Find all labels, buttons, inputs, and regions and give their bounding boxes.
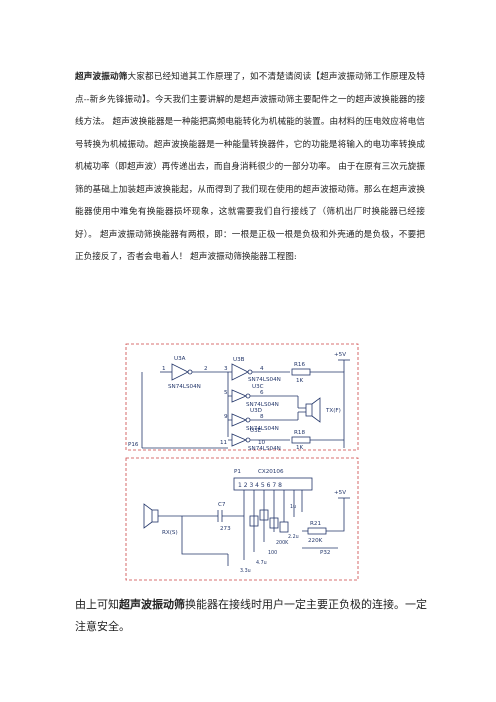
tx-body bbox=[305, 403, 313, 417]
u3d-gate bbox=[231, 413, 248, 427]
u3a-label: U3A bbox=[174, 356, 186, 362]
header-pins: 1 2 3 4 5 6 7 8 bbox=[238, 482, 282, 489]
r18-resistor bbox=[291, 436, 311, 444]
vcc-top-label: +5V bbox=[334, 352, 346, 358]
u3d-part: SN74LS04N bbox=[246, 426, 279, 432]
u3e-label: U3E bbox=[250, 428, 262, 434]
p16-label: P16 bbox=[128, 442, 139, 448]
u3d-label: U3D bbox=[250, 408, 262, 414]
c7-cap bbox=[217, 510, 223, 522]
u3b-part: SN74LS04N bbox=[248, 377, 281, 383]
pin9-label: 9 bbox=[224, 414, 228, 420]
pin1-label: 1 bbox=[162, 366, 166, 372]
cap-value-5: 2.2u bbox=[288, 534, 299, 540]
r16-value: 1K bbox=[296, 378, 304, 384]
conclusion-prefix: 由上可知 bbox=[75, 598, 119, 611]
pin6-label: 6 bbox=[260, 390, 264, 396]
r21-value: 220K bbox=[308, 538, 323, 544]
c7-value: 273 bbox=[220, 526, 231, 532]
u3a-gate bbox=[171, 363, 189, 381]
pin5-label: 5 bbox=[224, 390, 228, 396]
cap-d bbox=[279, 521, 289, 533]
wire-tx-leads bbox=[298, 407, 306, 413]
cx20106-header bbox=[233, 477, 313, 491]
wire-rx-ground bbox=[181, 516, 228, 555]
rx-label: RX(S) bbox=[162, 530, 178, 536]
u3c-part: SN74LS04N bbox=[246, 402, 279, 408]
r18-value: 1K bbox=[296, 445, 304, 451]
tx-label: TX(F) bbox=[325, 408, 341, 414]
p32-label: P32 bbox=[320, 550, 331, 556]
p1-label: P1 bbox=[234, 469, 241, 475]
conclusion-keyword: 超声波振动筛 bbox=[119, 598, 185, 611]
header-pin-leads bbox=[243, 490, 303, 560]
u3a-part: SN74LS04N bbox=[168, 384, 201, 390]
u3c-label: U3C bbox=[252, 384, 264, 390]
conclusion-suffix: 换能器在接线时用户一定主要正负极的连接。一定注意安全。 bbox=[75, 598, 427, 633]
u3c-gate bbox=[231, 389, 248, 403]
lower-board-border bbox=[125, 457, 359, 581]
r16-label: R16 bbox=[294, 362, 305, 368]
pin2-label: 2 bbox=[204, 366, 208, 372]
r21-resistor bbox=[307, 527, 327, 535]
r16-resistor bbox=[291, 368, 311, 376]
paragraph-text: 大家都已经知道其工作原理了，如不清楚请阅读【超声波振动筛工作原理及特点--新乡先… bbox=[75, 72, 425, 262]
cap-value-1: 3.3u bbox=[240, 568, 251, 574]
cap-value-2: 4.7u bbox=[256, 560, 267, 566]
u3e-gate bbox=[231, 433, 248, 447]
cap-c bbox=[269, 517, 279, 529]
u3e-part: SN74LS04N bbox=[248, 446, 281, 452]
rx-cone bbox=[143, 503, 153, 529]
cap-value-4: 200K bbox=[276, 540, 289, 546]
transducer-schematic: U3A SN74LS04N 1 2 U3B 3 4 SN74LS04N U3C … bbox=[125, 343, 359, 581]
pin3-label: 3 bbox=[224, 366, 228, 372]
keyword-vibrating-screen: 超声波振动筛 bbox=[75, 72, 128, 82]
rx-body bbox=[151, 509, 159, 523]
u3b-gate bbox=[231, 363, 249, 381]
vcc-bottom-label: +5V bbox=[334, 490, 346, 496]
r18-label: R18 bbox=[294, 430, 305, 436]
cx20106-label: CX20106 bbox=[258, 469, 284, 475]
cap-a bbox=[249, 515, 259, 527]
cap-b bbox=[259, 509, 269, 521]
wire-r21 bbox=[302, 498, 345, 532]
conclusion-paragraph: 由上可知超声波振动筛换能器在接线时用户一定主要正负极的连接。一定注意安全。 bbox=[75, 594, 427, 638]
c7-label: C7 bbox=[218, 502, 226, 508]
pin8-label: 8 bbox=[260, 414, 264, 420]
cap-value-6: 1u bbox=[290, 504, 296, 510]
upper-board-border bbox=[125, 343, 359, 451]
pin11-label: 11 bbox=[220, 440, 228, 446]
r21-label: R21 bbox=[310, 521, 321, 527]
pin4-label: 4 bbox=[260, 366, 264, 372]
pin10-label: 10 bbox=[258, 440, 266, 446]
article-paragraph: 超声波振动筛大家都已经知道其工作原理了，如不清楚请阅读【超声波振动筛工作原理及特… bbox=[75, 66, 425, 269]
tx-cone bbox=[311, 397, 321, 423]
u3b-label: U3B bbox=[233, 357, 245, 363]
cap-value-3: 100 bbox=[268, 550, 277, 556]
